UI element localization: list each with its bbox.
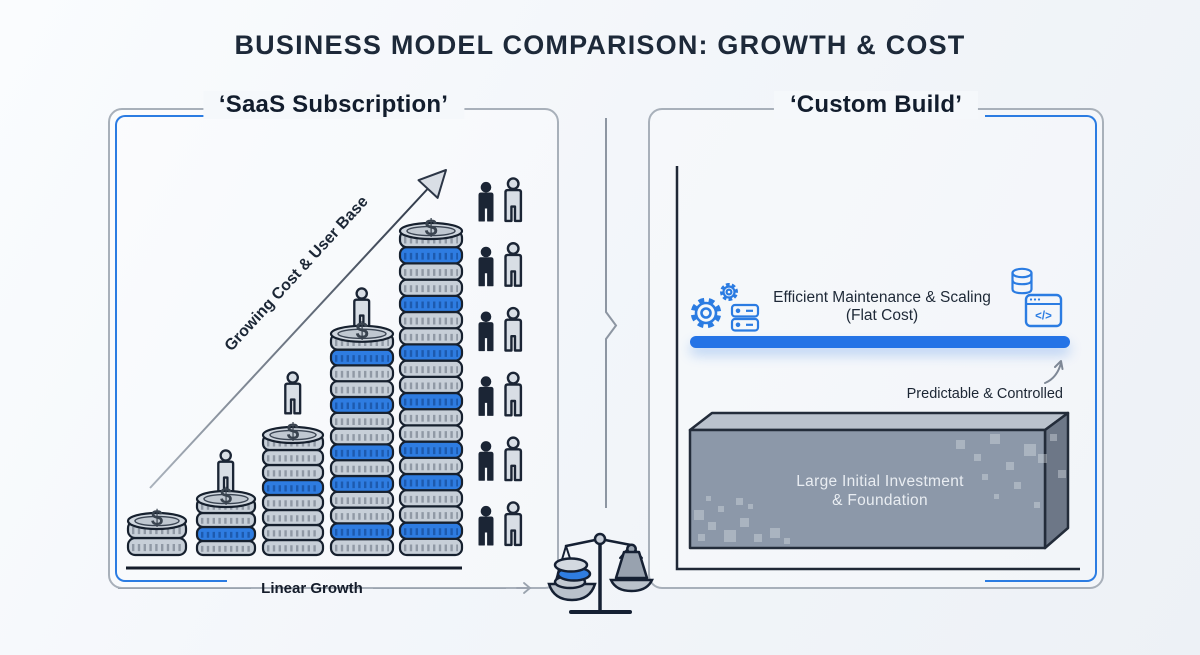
user-dark-icon (478, 505, 494, 546)
curved-arrow-icon (1044, 360, 1064, 384)
investment-line1: Large Initial Investment (796, 473, 964, 490)
user-light-icon (217, 449, 235, 493)
flat-cost-line1: Efficient Maintenance & Scaling (773, 289, 991, 306)
flat-cost-line2: (Flat Cost) (845, 307, 919, 324)
user-dark-icon (478, 376, 494, 416)
user-light-icon (284, 371, 302, 415)
code-window-icon: </> (1024, 293, 1063, 328)
divider-chevron (605, 118, 618, 508)
flat-cost-bar (690, 336, 1070, 348)
investment-line2: & Foundation (832, 492, 928, 509)
user-light-icon (353, 287, 371, 331)
database-icon (1011, 267, 1033, 295)
flat-cost-caption: Efficient Maintenance & Scaling (Flat Co… (757, 289, 1007, 325)
coin-stack-icon: $ (195, 484, 257, 557)
custom-panel-title: ‘Custom Build’ (773, 91, 979, 119)
server-icon (730, 303, 760, 332)
svg-text:$: $ (424, 215, 437, 241)
user-light-icon (504, 436, 523, 482)
user-light-icon (504, 371, 523, 417)
custom-chart-axis (675, 166, 1080, 571)
user-light-icon (504, 501, 523, 547)
svg-text:$: $ (287, 419, 300, 445)
coin-stack-icon: $ (126, 506, 188, 557)
growth-arrow-icon (149, 181, 435, 489)
maintenance-icons (690, 283, 760, 332)
right-arrow-icon (516, 582, 532, 594)
investment-block (688, 411, 1070, 550)
gear-icon (690, 297, 722, 329)
coin-stack-icon: $ (398, 215, 464, 557)
small-gear-icon (720, 283, 738, 301)
saas-panel-title: ‘SaaS Subscription’ (202, 91, 465, 119)
user-dark-icon (478, 246, 494, 287)
coin-stacks: $ $ $ $ $ (126, 215, 464, 557)
user-dark-icon (478, 181, 494, 222)
linear-growth-label: Linear Growth (261, 579, 363, 597)
user-light-icon (504, 177, 523, 223)
pixel-texture (694, 434, 1066, 544)
svg-text:$: $ (151, 506, 163, 531)
user-dark-icon (478, 441, 494, 481)
axis-rule-right (372, 587, 506, 589)
floating-users (217, 287, 371, 493)
user-pairs-column (478, 177, 523, 547)
saas-growth-chart: Growing Cost & User Base $$$$$ (126, 169, 523, 570)
coin-stack-icon: $ (329, 317, 395, 557)
predictable-note: Predictable & Controlled (906, 386, 1063, 402)
coin-stack-icon: $ (261, 419, 325, 557)
user-light-icon (504, 242, 523, 287)
svg-text:$: $ (220, 484, 232, 509)
user-light-icon (504, 306, 523, 352)
investment-caption: Large Initial Investment & Foundation (700, 472, 1060, 510)
page-title: BUSINESS MODEL COMPARISON: GROWTH & COST (234, 30, 966, 60)
balance-scale-icon (547, 532, 654, 614)
growth-arrowhead-icon (417, 169, 447, 199)
linear-growth-axis: Linear Growth (118, 579, 532, 597)
svg-text:$: $ (355, 317, 368, 343)
user-dark-icon (478, 311, 494, 352)
axis-rule-left (118, 587, 252, 589)
code-glyph: </> (1035, 311, 1052, 323)
